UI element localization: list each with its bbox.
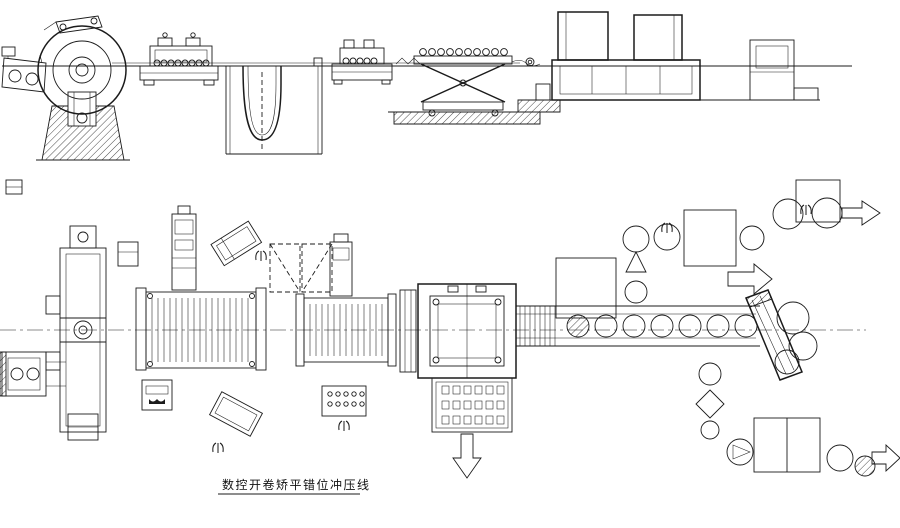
decoiler-plan	[45, 225, 107, 441]
elevation-view	[1, 11, 852, 161]
gripper-icon	[661, 222, 673, 234]
strip-pass-line	[2, 62, 852, 67]
tilted-feeder-top	[210, 220, 263, 267]
drawing-caption: 数控开卷矫平错位冲压线	[222, 477, 371, 492]
decoiler-side	[36, 15, 130, 161]
leveler-plan	[135, 287, 267, 371]
straightener-side	[139, 32, 219, 86]
stacker-diagonal	[745, 289, 818, 381]
transfer-station-bottom	[695, 362, 900, 477]
transfer-station-top	[622, 179, 881, 304]
flow-arrow-right	[727, 263, 773, 295]
press-plan	[399, 283, 517, 379]
flow-arrow-right	[841, 200, 881, 226]
lift-plan	[555, 257, 617, 319]
feeder-side	[331, 39, 393, 85]
press-side	[517, 11, 820, 113]
feeder-plan	[295, 233, 397, 367]
gripper-icon	[255, 250, 267, 262]
drawing-title: 数控开卷矫平错位冲压线	[218, 477, 371, 495]
die-staging-area	[431, 377, 513, 433]
plan-view: 数控开卷矫平错位冲压线	[0, 179, 900, 495]
loop-pit	[225, 57, 323, 155]
coil-car-side	[1, 46, 47, 93]
gripper-icon	[212, 442, 224, 454]
leveler-gearbox	[117, 205, 197, 291]
tool-box	[141, 379, 173, 411]
control-pendant	[321, 385, 367, 417]
scissor-lift-side	[388, 48, 548, 125]
legend-box	[5, 179, 23, 195]
flow-arrow-down	[452, 433, 482, 479]
flow-arrow-right	[871, 443, 900, 473]
tilted-feeder-bottom	[208, 391, 264, 437]
door-swing-area	[269, 243, 333, 293]
coil-car-plan	[0, 351, 66, 397]
conveyor-plan	[516, 305, 760, 347]
gripper-icon	[338, 420, 350, 432]
flow-arrow-up	[625, 250, 647, 273]
